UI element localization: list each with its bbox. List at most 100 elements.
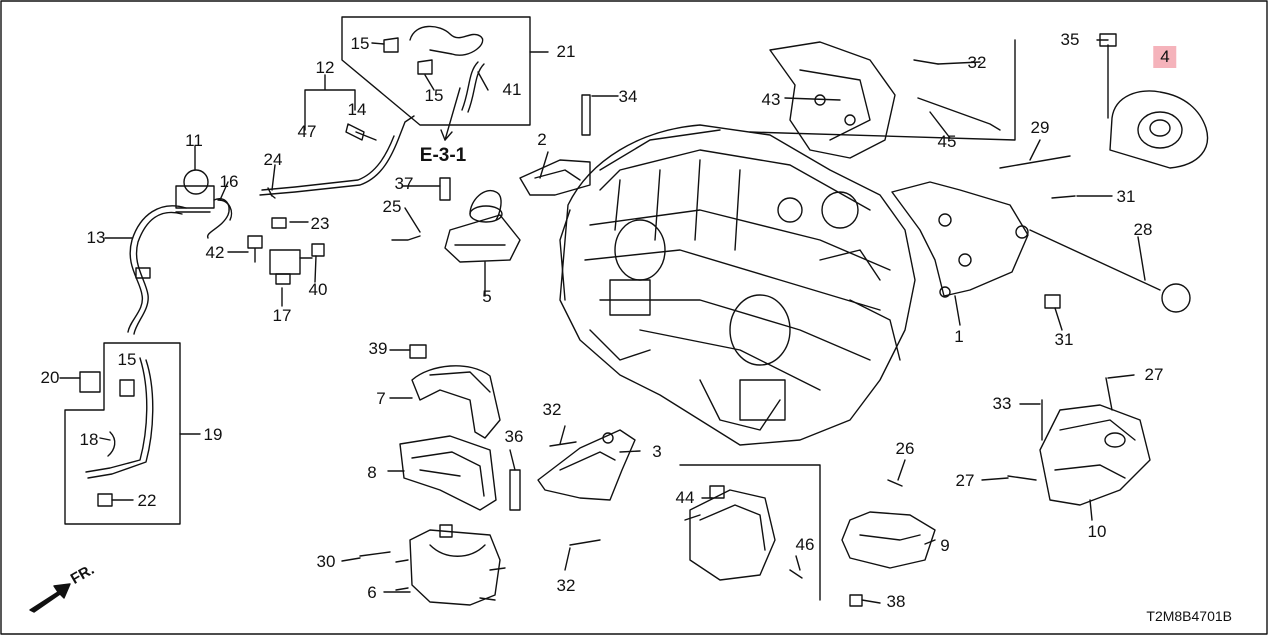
solenoid-17 xyxy=(269,249,313,285)
clip-22 xyxy=(97,493,113,507)
callout-37: 37 xyxy=(394,174,414,193)
arrow-e31 xyxy=(444,87,461,141)
callout-44: 44 xyxy=(675,488,695,507)
callout-5: 5 xyxy=(482,287,492,306)
bolt-25 xyxy=(391,235,421,241)
callout-25: 25 xyxy=(382,197,402,216)
joint-14 xyxy=(345,123,365,141)
callout-31-a: 31 xyxy=(1116,187,1136,206)
bolt-32b xyxy=(549,441,577,447)
callout-26: 26 xyxy=(895,439,915,458)
group-box-43 xyxy=(749,39,1016,141)
hose-21 xyxy=(409,25,484,56)
hose-16 xyxy=(207,198,230,239)
callout-32-a: 32 xyxy=(967,53,987,72)
mount-10 xyxy=(1039,404,1151,506)
callout-47: 47 xyxy=(297,122,317,141)
callout-33: 33 xyxy=(992,394,1012,413)
callout-32-c: 32 xyxy=(556,576,576,595)
callout-11: 11 xyxy=(185,131,203,150)
callout-18: 18 xyxy=(79,430,99,449)
hose-41 xyxy=(461,61,479,111)
callout-21: 21 xyxy=(556,42,576,61)
callout-8: 8 xyxy=(367,463,377,482)
callout-1: 1 xyxy=(954,327,964,346)
mount-4 xyxy=(1109,90,1209,169)
pipe-19 xyxy=(85,357,148,473)
clip-15c xyxy=(119,379,135,397)
bolt-27b xyxy=(1007,475,1037,481)
group-box-21 xyxy=(341,16,531,126)
callout-23: 23 xyxy=(310,214,330,233)
bolt-45 xyxy=(917,97,1001,131)
nut-39 xyxy=(409,344,427,359)
callout-16: 16 xyxy=(219,172,239,191)
callout-29: 29 xyxy=(1030,118,1050,137)
callout-7: 7 xyxy=(376,389,386,408)
bracket-20 xyxy=(79,371,101,393)
bracket-43 xyxy=(769,41,896,159)
callout-4: 4 xyxy=(1153,46,1177,68)
mount-9 xyxy=(841,511,936,569)
front-arrow-icon xyxy=(29,583,71,613)
reference-link[interactable]: E-3-1 xyxy=(419,145,467,166)
callout-27-a: 27 xyxy=(1144,365,1164,384)
bolt-34 xyxy=(581,94,591,136)
mount-44 xyxy=(689,485,776,581)
bolt-32c xyxy=(569,539,601,546)
bolt-37 xyxy=(439,177,451,201)
callout-40: 40 xyxy=(308,280,328,299)
callout-35: 35 xyxy=(1060,30,1080,49)
hose-13 xyxy=(127,205,187,335)
valve-11 xyxy=(175,169,215,213)
callout-30: 30 xyxy=(316,552,336,571)
bolt-42 xyxy=(247,235,263,263)
callout-31-b: 31 xyxy=(1054,330,1074,349)
mount-5 xyxy=(444,189,521,263)
callout-20: 20 xyxy=(40,368,60,387)
callout-38: 38 xyxy=(886,592,906,611)
engine-assembly xyxy=(559,124,916,446)
callout-28: 28 xyxy=(1133,220,1153,239)
callout-43: 43 xyxy=(761,90,781,109)
nut-38 xyxy=(849,594,863,607)
callout-9: 9 xyxy=(940,536,950,555)
bracket-1 xyxy=(891,181,1029,298)
callout-45: 45 xyxy=(937,132,957,151)
callout-10: 10 xyxy=(1087,522,1107,541)
bolt-29 xyxy=(999,155,1071,169)
bracket-3 xyxy=(537,429,636,501)
bolt-26 xyxy=(887,479,903,487)
bolt-36 xyxy=(509,469,521,511)
group-box-44 xyxy=(679,464,821,601)
leader-lines xyxy=(59,39,1146,604)
bolt-28 xyxy=(1029,229,1161,291)
mount-6 xyxy=(395,524,506,606)
callout-32-b: 32 xyxy=(542,400,562,419)
callout-41: 41 xyxy=(502,80,522,99)
tube-47 xyxy=(259,115,415,196)
bracket-8 xyxy=(399,435,497,511)
clip-15b xyxy=(417,59,433,75)
callout-13: 13 xyxy=(86,228,106,247)
callout-19: 19 xyxy=(203,425,223,444)
callout-34: 34 xyxy=(618,87,638,106)
callout-15-a: 15 xyxy=(350,34,370,53)
callout-42: 42 xyxy=(205,243,225,262)
clip-24 xyxy=(267,187,276,199)
callout-46: 46 xyxy=(795,535,815,554)
bolt-30 xyxy=(359,551,391,557)
callout-14: 14 xyxy=(347,100,367,119)
callout-39: 39 xyxy=(368,339,388,358)
callout-36: 36 xyxy=(504,427,524,446)
callout-3: 3 xyxy=(652,442,662,461)
bolt-40 xyxy=(311,243,325,257)
callout-22: 22 xyxy=(137,491,157,510)
group-box-19 xyxy=(64,342,181,525)
bolt-32a xyxy=(913,59,939,65)
bolt-46 xyxy=(789,569,803,579)
hose-18 xyxy=(107,431,116,457)
